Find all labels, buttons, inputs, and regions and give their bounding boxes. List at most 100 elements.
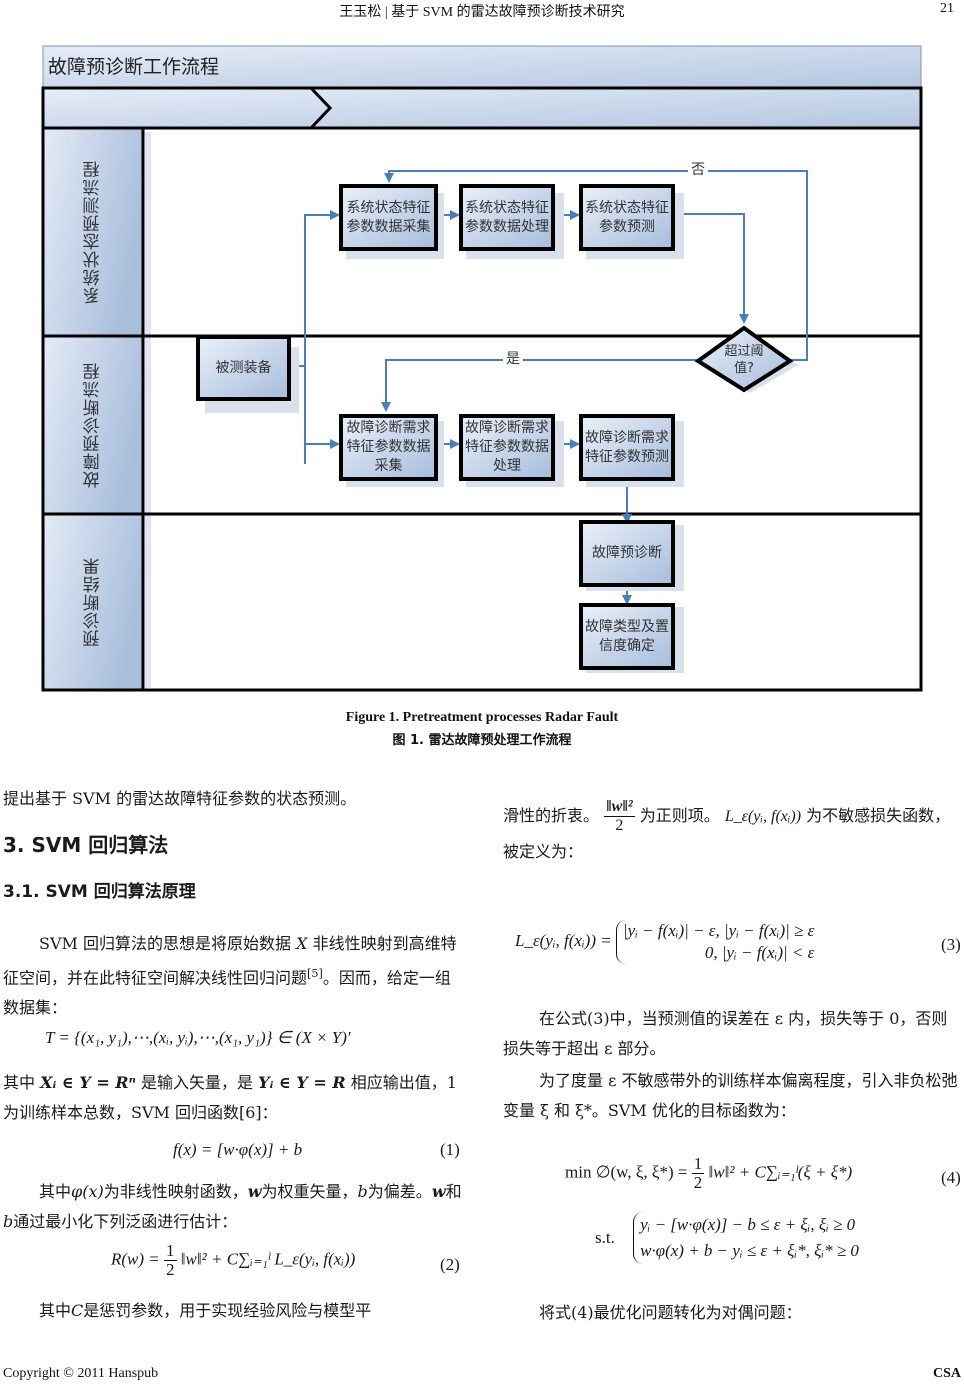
lane-header-3 [43, 514, 143, 690]
diamond-threshold [694, 325, 794, 393]
subsection-heading: 3.1. SVM 回归算法原理 [3, 882, 196, 902]
lane-header-shadow [145, 132, 151, 688]
math-phi: φ(x) [71, 1182, 104, 1201]
node-prediagnosis: 故障预诊断 [592, 545, 662, 561]
text: 其中 [3, 1073, 36, 1092]
text: 其中 [39, 1301, 72, 1320]
equation-3-number: (3) [941, 935, 961, 954]
denominator: 2 [615, 817, 624, 834]
running-title: 王玉松 | 基于 SVM 的雷达故障预诊断技术研究 [339, 5, 625, 20]
text: 其中 [39, 1182, 72, 1201]
node-equipment: 被测装备 [215, 359, 272, 376]
text: 为权重矢量， [261, 1182, 358, 1201]
page-number: 21 [940, 1, 954, 16]
label-bg-no [688, 162, 708, 180]
text: 为偏差。 [367, 1182, 432, 1201]
equation-3: L_ε(yᵢ, f(xᵢ)) = |yᵢ − f(xᵢ)| − ε, |yᵢ −… [515, 920, 814, 964]
title-bar [42, 45, 922, 89]
paragraph-where: 其中 Xᵢ ∈ Y = Rⁿ 是输入矢量，是 Yᵢ ∈ Y = R 相应输出值，… [3, 1068, 465, 1128]
text: 滑性的折衷。 [503, 806, 600, 825]
eq4-lhs: min ∅(w, ξ, ξ*) = [565, 1162, 688, 1182]
constraint-1: yᵢ − [w·φ(x)] − b ≤ ε + ξᵢ, ξᵢ ≥ 0 [640, 1215, 856, 1234]
text: 非线性映射到高维特征空间，并在此特征空间解决线性回归问题 [3, 934, 457, 988]
node-sys-collect: 系统状态特征参数数据采集 [346, 199, 431, 235]
constraints: s.t. yᵢ − [w·φ(x)] − b ≤ ε + ξᵢ, ξᵢ ≥ 0 … [595, 1212, 859, 1264]
copyright: Copyright © 2011 Hanspub [3, 1366, 159, 1381]
paragraph-intro: 提出基于 SVM 的雷达故障特征参数的状态预测。 [3, 789, 357, 808]
math-b: b [357, 1182, 368, 1201]
edge-threshold-yes [381, 359, 698, 412]
denominator: 2 [693, 1173, 703, 1192]
box-diag-predict [579, 414, 675, 481]
node-diag-collect: 故障诊断需求特征参数数据采集 [346, 420, 431, 474]
node-diag-predict: 故障诊断需求特征参数预测 [585, 429, 669, 465]
text: 相应输出值，1 为训练样本总数，SVM 回归函数[6]： [3, 1073, 457, 1122]
equation-2-number: (2) [440, 1255, 460, 1274]
numerator: 1 [164, 1241, 177, 1261]
math-w: w [431, 1182, 446, 1201]
lane-header-1 [43, 128, 143, 336]
math-output: Yᵢ ∈ Y = R [258, 1073, 346, 1092]
paragraph-penalty: 其中C是惩罚参数，用于实现经验风险与模型平 [3, 1296, 465, 1326]
text: 通过最小化下列泛函进行估计： [13, 1212, 238, 1231]
paragraph-svm-idea: SVM 回归算法的思想是将原始数据 X 非线性映射到高维特征空间，并在此特征空间… [3, 929, 465, 1023]
box-diag-collect [339, 414, 438, 481]
text: 和 [445, 1182, 462, 1201]
journal-name: CSA [932, 1366, 961, 1381]
math-input: Xᵢ ∈ Y = Rⁿ [40, 1073, 136, 1092]
node-fault-type: 故障类型及置信度确定 [585, 618, 669, 654]
citation: [5] [307, 967, 323, 980]
lane-header-2 [43, 336, 143, 514]
math-c: C [71, 1301, 84, 1320]
subject-to-label: s.t. [595, 1228, 615, 1247]
running-header: 王玉松 | 基于 SVM 的雷达故障预诊断技术研究 21 [0, 0, 964, 22]
eq2-lhs: R(w) = [111, 1249, 160, 1269]
text: SVM 回归算法的思想是将原始数据 [39, 934, 291, 953]
diagram-canvas [41, 45, 923, 692]
paragraph-formula3: 在公式(3)中，当预测值的误差在 ε 内，损失等于 0，否则损失等于超出 ε 部… [503, 1009, 948, 1058]
box-sys-process [459, 184, 555, 251]
equation-dataset: T = {(x₁, y₁),⋯,(xᵢ, yᵢ),⋯,(x₁, y₁)} ∈ (… [45, 1028, 351, 1047]
constraint-cases: yᵢ − [w·φ(x)] − b ≤ ε + ξᵢ, ξᵢ ≥ 0 w·φ(x… [633, 1212, 859, 1264]
edge-threshold-no [384, 170, 808, 361]
phase-chevron [309, 86, 333, 130]
node-sys-predict: 系统状态特征参数预测 [585, 199, 669, 235]
section-heading: 3. SVM 回归算法 [3, 833, 169, 857]
node-diag-process: 故障诊断需求特征参数数据处理 [465, 420, 549, 474]
text: 。因而，给定一组数据集： [3, 968, 451, 1018]
eq3-case-2: 0, |yᵢ − f(xᵢ)| < ε [704, 943, 815, 962]
label-bg-yes [503, 351, 523, 369]
diagram-title: 故障预诊断工作流程 [48, 56, 220, 78]
math-b: b [3, 1212, 14, 1231]
paragraph-slack: 为了度量 ε 不敏感带外的训练样本偏离程度，引入非负松弛变量 ξ 和 ξ*。SV… [503, 1071, 958, 1120]
boxes [196, 184, 794, 670]
constraint-2: w·φ(x) + b − yᵢ ≤ ε + ξᵢ*, ξᵢ* ≥ 0 [640, 1241, 859, 1260]
lanes-border [41, 126, 923, 692]
box-fault-type [579, 603, 675, 670]
equation-1-number: (1) [440, 1140, 460, 1159]
paragraph-dual: 将式(4)最优化问题转化为对偶问题： [539, 1303, 802, 1322]
edge-trunk-to-diag-collect [304, 366, 340, 449]
node-threshold: 超过阈值? [724, 344, 764, 376]
left-column: 提出基于 SVM 的雷达故障特征参数的状态预测。 3. SVM 回归算法 3.1… [3, 0, 465, 1386]
page-footer: Copyright © 2011 Hanspub CSA [0, 1366, 964, 1386]
denominator: 2 [166, 1260, 175, 1279]
box-equipment [196, 335, 291, 401]
equation-1: f(x) = [w·φ(x)] + b [173, 1140, 303, 1159]
numerator: 1 [691, 1154, 705, 1174]
node-sys-process: 系统状态特征参数数据处理 [465, 199, 549, 235]
edge-label-no: 否 [691, 162, 705, 178]
equation-4-number: (4) [941, 1168, 961, 1187]
text: 为正则项。 [639, 806, 720, 825]
edge-label-yes: 是 [506, 351, 520, 367]
text: 是输入矢量，是 [141, 1073, 254, 1092]
figure-caption-en: Figure 1. Pretreatment processes Radar F… [345, 710, 619, 725]
eq2-rhs: ‖w‖² + C∑ᵢ₌₁ˡ L_ε(yᵢ, f(xᵢ)) [180, 1249, 356, 1269]
eq3-lhs: L_ε(yᵢ, f(xᵢ)) = [515, 930, 612, 950]
